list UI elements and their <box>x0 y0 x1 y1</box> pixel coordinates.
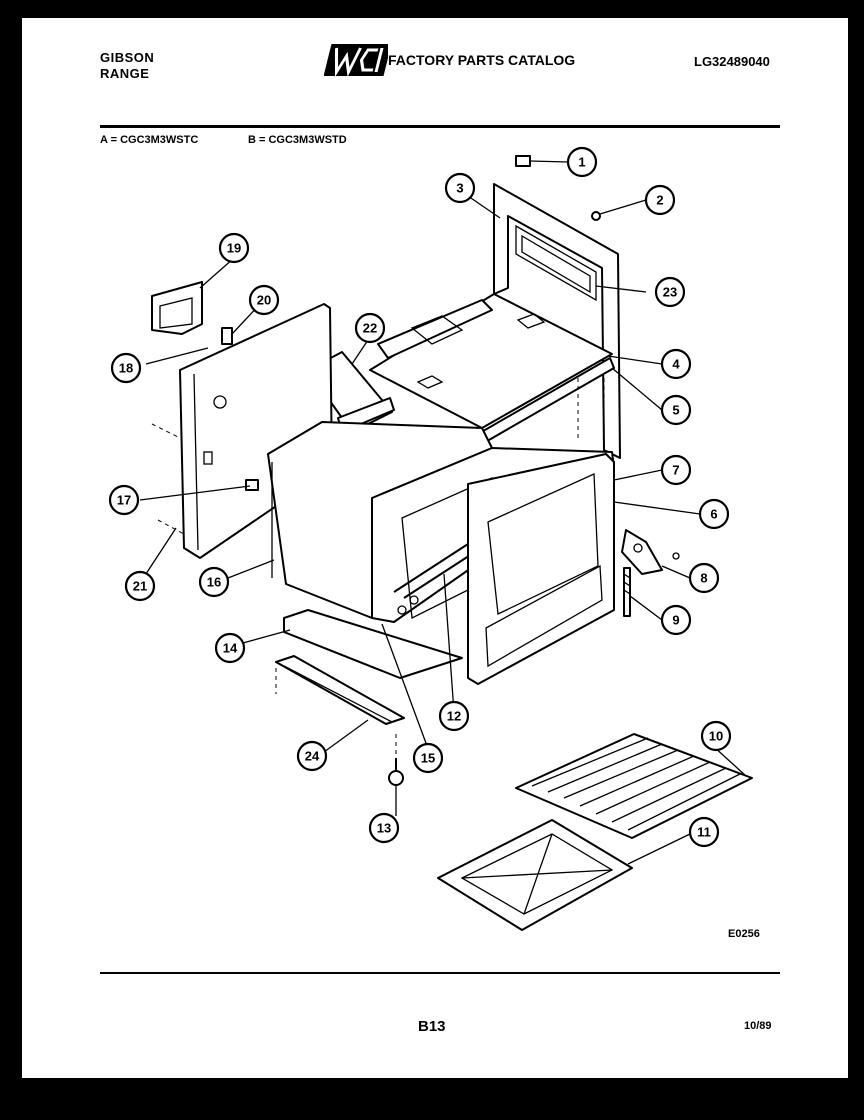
callout-17: 17 <box>108 484 140 516</box>
callout-7-label: 7 <box>672 463 679 478</box>
diagram-code: E0256 <box>728 928 760 940</box>
oven-door-frame-part <box>467 453 615 685</box>
callout-14: 14 <box>214 632 246 664</box>
callout-24: 24 <box>296 740 328 772</box>
callout-4-label: 4 <box>672 357 680 372</box>
callout-16-label: 16 <box>207 575 221 590</box>
callout-13: 13 <box>368 812 400 844</box>
callout-5-label: 5 <box>672 403 679 418</box>
callout-21: 21 <box>124 570 156 602</box>
callout-12-label: 12 <box>447 709 461 724</box>
callout-18-label: 18 <box>119 361 133 376</box>
leveling-leg-part <box>388 734 404 786</box>
back-panel-part <box>493 183 621 459</box>
bracket-clip-part <box>245 479 259 491</box>
callout-7: 7 <box>660 454 692 486</box>
callout-16: 16 <box>198 566 230 598</box>
wci-logo <box>324 44 388 78</box>
callout-13-label: 13 <box>377 821 391 836</box>
callout-15: 15 <box>412 742 444 774</box>
page-number: B13 <box>418 1018 446 1035</box>
callout-8: 8 <box>688 562 720 594</box>
callout-1: 1 <box>566 146 598 178</box>
oven-top-part <box>369 293 615 445</box>
clip-part <box>221 327 233 345</box>
header-divider <box>100 125 780 128</box>
footer-divider <box>100 972 780 974</box>
catalog-title: FACTORY PARTS CATALOG <box>388 52 576 68</box>
nut-part <box>591 211 601 221</box>
oven-rack-part <box>515 733 753 839</box>
burner-baffle-part <box>275 655 405 725</box>
callout-14-label: 14 <box>223 641 238 656</box>
callout-4: 4 <box>660 348 692 380</box>
leader-lines <box>139 160 747 865</box>
screw-part <box>515 155 531 167</box>
callout-11-label: 11 <box>697 825 711 840</box>
door-spring-part <box>623 567 631 617</box>
bracket-part <box>151 281 203 335</box>
callout-23-label: 23 <box>663 285 677 300</box>
callout-2: 2 <box>644 184 676 216</box>
callout-10-label: 10 <box>709 729 723 744</box>
callout-21-label: 21 <box>133 579 147 594</box>
oven-bottom-part <box>283 609 463 679</box>
callout-5: 5 <box>660 394 692 426</box>
callout-9: 9 <box>660 604 692 636</box>
callout-3: 3 <box>444 172 476 204</box>
model-a-label: A = CGC3M3WSTC <box>100 134 199 146</box>
callout-9-label: 9 <box>672 613 679 628</box>
callout-3-label: 3 <box>456 181 463 196</box>
rack-support-part <box>393 543 479 615</box>
callout-20-label: 20 <box>257 293 271 308</box>
page-date: 10/89 <box>744 1020 772 1032</box>
callout-19: 19 <box>218 232 250 264</box>
broiler-pan-part <box>437 819 633 931</box>
side-panel-part <box>151 303 333 559</box>
brand-block: GIBSON RANGE <box>100 50 154 82</box>
callout-22: 22 <box>354 312 386 344</box>
callout-10: 10 <box>700 720 732 752</box>
callout-22-label: 22 <box>363 321 377 336</box>
door-hinge-part <box>621 529 680 575</box>
callout-6: 6 <box>698 498 730 530</box>
catalog-page: GIBSON RANGE FACTORY PARTS CATALOG LG324… <box>22 18 848 1080</box>
product-type: RANGE <box>100 66 150 81</box>
page-bottom-rule <box>22 1078 848 1080</box>
callout-8-label: 8 <box>700 571 707 586</box>
callout-23: 23 <box>654 276 686 308</box>
exploded-parts-diagram: 1 2 3 4 5 6 7 8 9 10 11 12 13 14 15 16 1… <box>108 146 753 931</box>
callout-19-label: 19 <box>227 241 241 256</box>
callout-24-label: 24 <box>305 749 320 764</box>
model-b-label: B = CGC3M3WSTD <box>248 134 347 146</box>
callout-1-label: 1 <box>578 155 585 170</box>
catalog-number: LG32489040 <box>694 54 770 69</box>
callout-11: 11 <box>688 816 720 848</box>
callout-15-label: 15 <box>421 751 435 766</box>
callout-17-label: 17 <box>117 493 131 508</box>
callout-12: 12 <box>438 700 470 732</box>
brand-name: GIBSON <box>100 50 155 65</box>
callout-18: 18 <box>110 352 142 384</box>
callout-2-label: 2 <box>656 193 663 208</box>
callout-6-label: 6 <box>710 507 717 522</box>
callout-20: 20 <box>248 284 280 316</box>
